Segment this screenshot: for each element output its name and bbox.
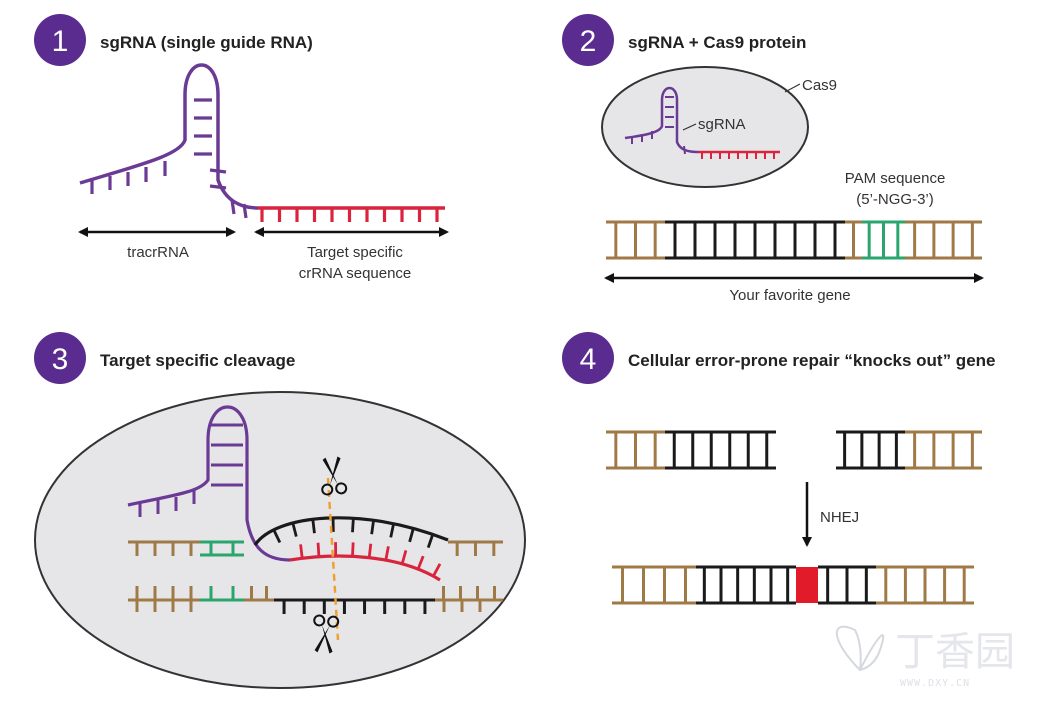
- sgrna-mini-bases: [631, 96, 686, 155]
- sgrna-complex-strand: [127, 405, 291, 562]
- sgrna-bases: [90, 98, 248, 219]
- pam-label-line1: PAM sequence: [845, 170, 946, 187]
- displaced-strand-bases: [272, 517, 435, 549]
- base-tick: [408, 528, 415, 543]
- tracrrna-label: tracrRNA: [127, 244, 189, 261]
- butterfly-logo-icon: [835, 625, 885, 672]
- base-tick: [299, 544, 304, 559]
- sgrna-mini-pointer: [682, 123, 697, 131]
- crrna-bases: [260, 208, 439, 222]
- mutation-insertion: [796, 567, 818, 603]
- cas9-pointer: [784, 83, 801, 93]
- gene-label: Your favorite gene: [729, 287, 850, 304]
- crrna-label-line2: crRNA sequence: [299, 265, 412, 282]
- scissors-icon: [313, 614, 340, 654]
- panel-title-4: Cellular error-prone repair “knocks out”…: [628, 351, 995, 370]
- broken-dna-left: [606, 430, 776, 470]
- cut-line: [326, 477, 340, 641]
- step-number-3: 3: [52, 343, 69, 376]
- base-tick: [426, 533, 435, 549]
- panel-title-3: Target specific cleavage: [100, 351, 295, 370]
- pam-label-line2: (5’-NGG-3’): [856, 191, 934, 208]
- base-tick: [272, 529, 282, 544]
- panel-title-1: sgRNA (single guide RNA): [100, 33, 313, 52]
- panel-4: 4 Cellular error-prone repair “knocks ou…: [562, 332, 995, 605]
- crrna-complex-strand: [289, 554, 441, 582]
- base-tick: [209, 184, 227, 190]
- crrna-label-line1: Target specific: [307, 244, 403, 261]
- cas9-label: Cas9: [802, 77, 837, 94]
- step-number-1: 1: [52, 25, 69, 58]
- target-dna: [606, 220, 982, 260]
- base-tick: [316, 542, 321, 557]
- base-tick: [291, 522, 298, 537]
- panel-title-2: sgRNA + Cas9 protein: [628, 33, 806, 52]
- sgrna-complex-bases: [138, 423, 243, 517]
- crrna-mini-bases: [701, 152, 775, 159]
- base-tick: [384, 546, 390, 561]
- base-tick: [370, 520, 375, 535]
- base-tick: [416, 555, 425, 570]
- base-tick: [230, 199, 236, 215]
- broken-dna-right: [836, 430, 982, 470]
- step-badge-4: [562, 332, 614, 384]
- base-tick: [389, 523, 395, 538]
- panel-2: 2 sgRNA + Cas9 protein Cas9 sgRNA PAM se…: [562, 14, 984, 304]
- watermark-text: 丁香园: [895, 629, 1015, 675]
- watermark: 丁香园 WWW.DXY.CN: [835, 625, 1015, 689]
- base-tick: [432, 563, 442, 577]
- watermark-url: WWW.DXY.CN: [900, 678, 970, 689]
- step-number-4: 4: [580, 343, 597, 376]
- nhej-label: NHEJ: [820, 509, 859, 526]
- crrna-complex-bases: [299, 542, 442, 577]
- top-dna-strand: [128, 540, 503, 557]
- step-number-2: 2: [580, 25, 597, 58]
- step-badge-1: [34, 14, 86, 66]
- step-badge-3: [34, 332, 86, 384]
- sgrna-mini-label: sgRNA: [698, 116, 746, 133]
- base-tick: [351, 542, 355, 557]
- bottom-dna-strand: [128, 586, 503, 614]
- base-tick: [242, 203, 248, 219]
- base-tick: [351, 518, 355, 533]
- panel-3: 3 Target specific cleavage: [34, 332, 526, 689]
- base-tick: [311, 519, 316, 534]
- displaced-strand: [253, 516, 449, 546]
- base-tick: [367, 543, 373, 558]
- base-tick: [209, 168, 227, 174]
- repaired-dna: [612, 565, 974, 605]
- base-tick: [683, 145, 686, 155]
- step-badge-2: [562, 14, 614, 66]
- base-tick: [400, 550, 408, 565]
- panel-1: 1 sgRNA (single guide RNA) tracrRNA Targ…: [34, 14, 449, 282]
- scissors-icon: [321, 456, 348, 496]
- sgrna-strand: [79, 63, 259, 210]
